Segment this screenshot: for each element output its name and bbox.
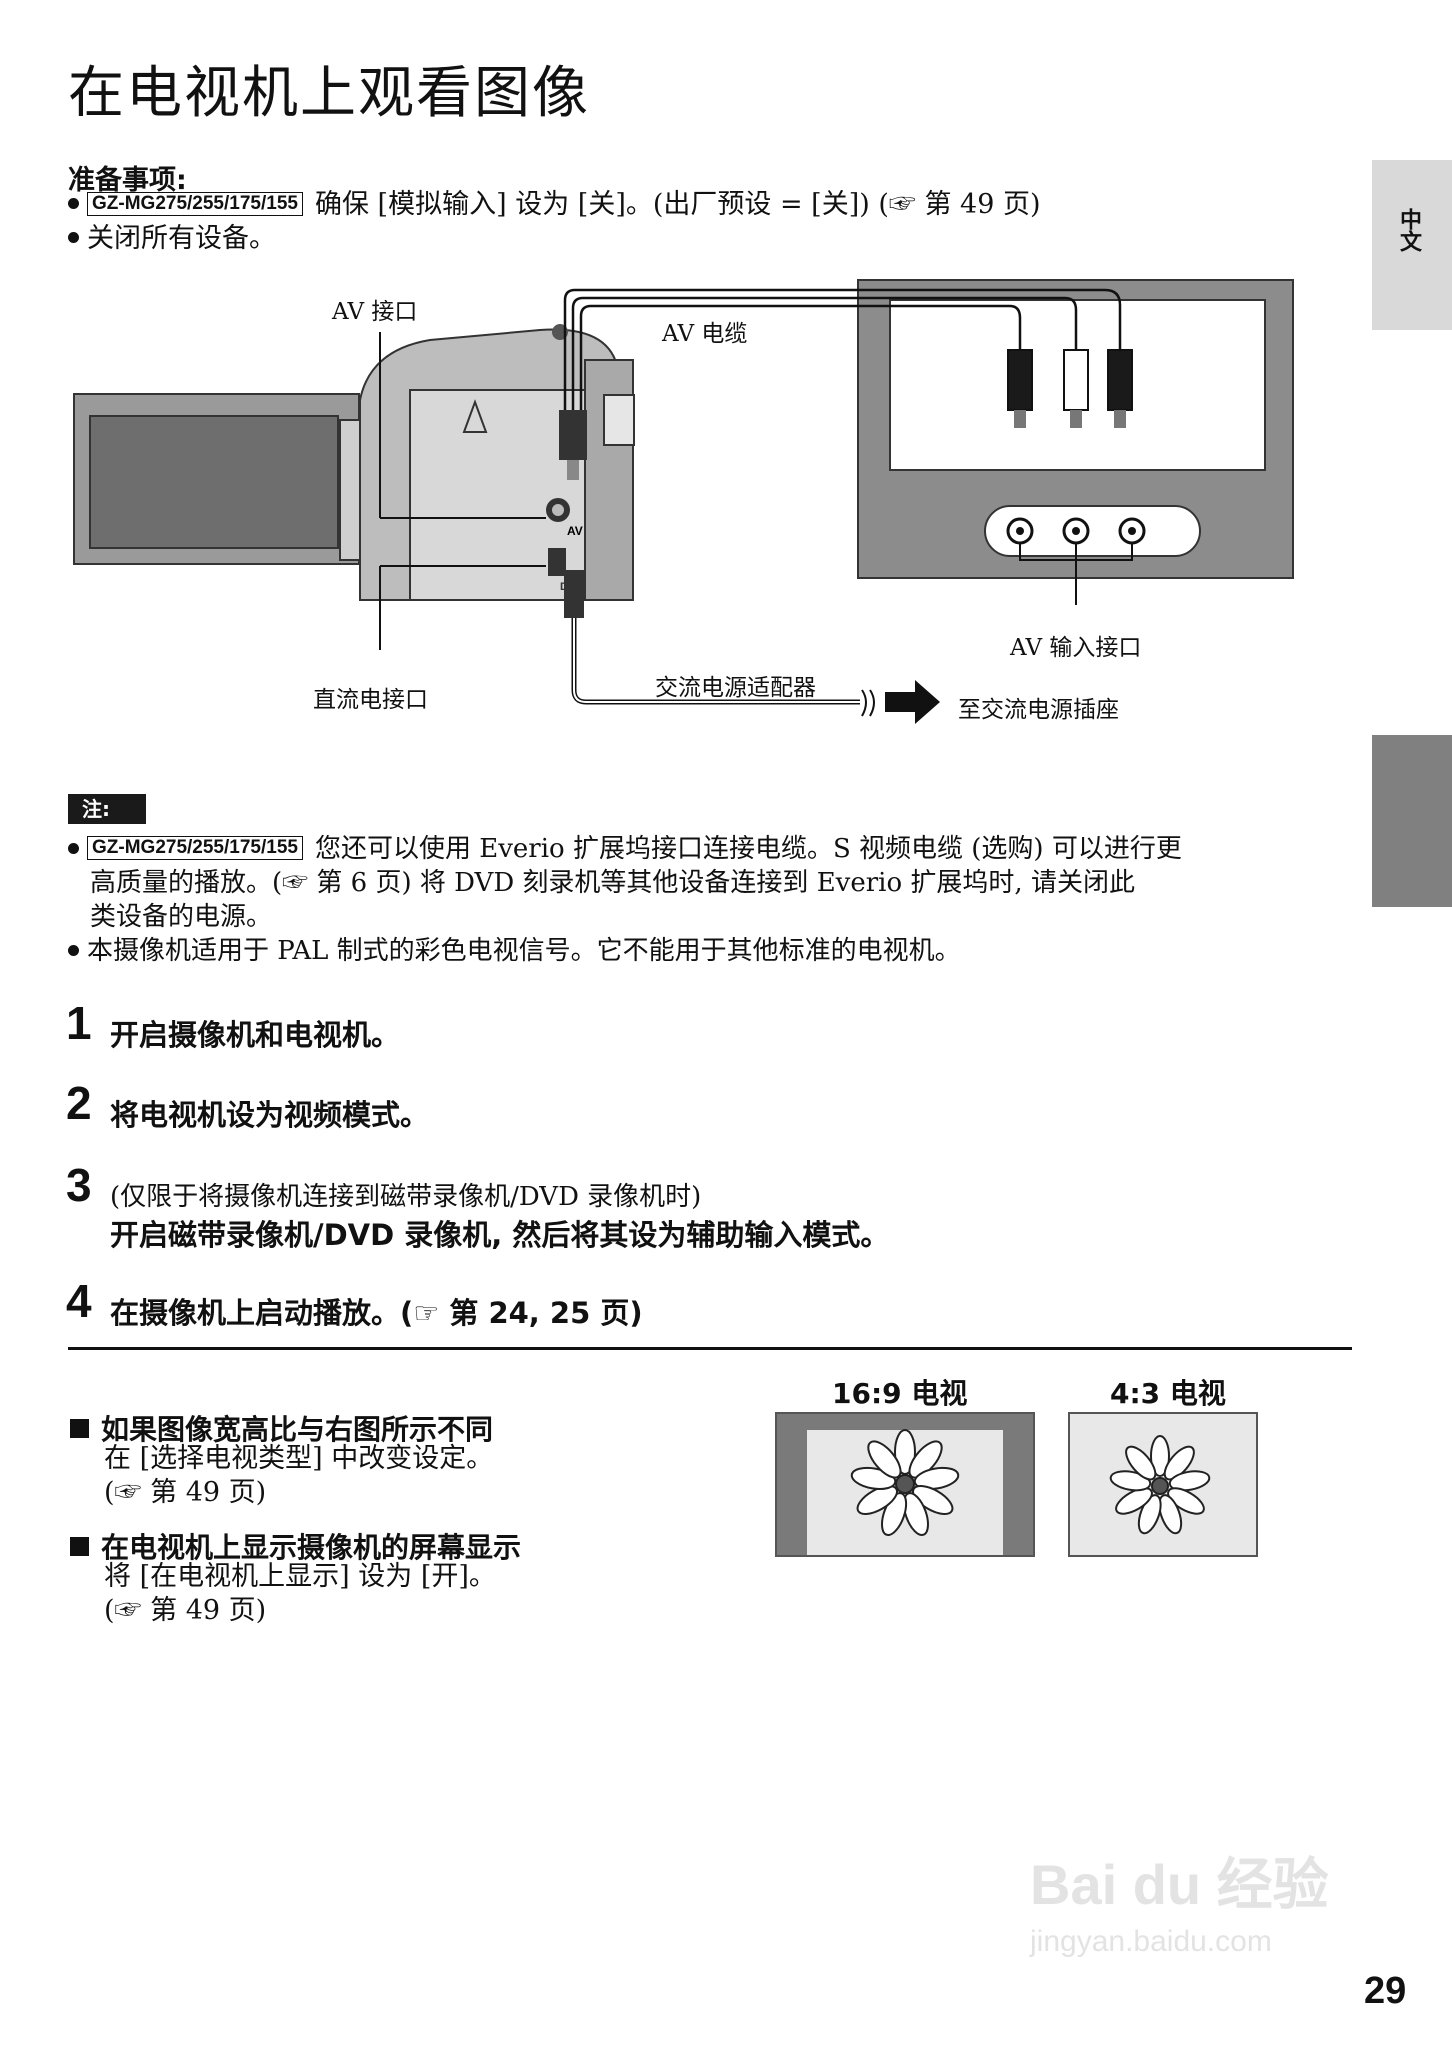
bullet-icon [68, 232, 79, 243]
step-1-text: 开启摄像机和电视机。 [110, 1018, 401, 1052]
baidu-watermark: Bai du 经验 jingyan.baidu.com [1030, 1840, 1329, 1959]
info-1-heading-text: 如果图像宽高比与右图所示不同 [101, 1413, 494, 1446]
bullet-icon [68, 842, 79, 854]
language-tab[interactable]: 中文 [1372, 160, 1452, 330]
prep-heading: 准备事项: [68, 165, 187, 196]
info-2-line-1: 将 [在电视机上显示] 设为 [开]。 [104, 1561, 496, 1592]
arrow-right-icon [885, 680, 940, 724]
section-tab[interactable] [1372, 735, 1452, 907]
flower-icon [1109, 1435, 1211, 1535]
av-jack-label: AV 接口 [332, 299, 418, 325]
info-1-line-2: (☞ 第 49 页) [104, 1477, 267, 1508]
bullet-icon [68, 198, 79, 209]
info-2-line-2: (☞ 第 49 页) [104, 1595, 267, 1626]
step-2-number: 2 [66, 1077, 92, 1129]
note-line-3: 类设备的电源。 [90, 902, 273, 932]
to-outlet-label: 至交流电源插座 [958, 697, 1119, 723]
info-2-heading: 在电视机上显示摄像机的屏幕显示 [70, 1526, 521, 1566]
watermark-url: jingyan.baidu.com [1030, 1925, 1272, 1958]
step-4-number: 4 [66, 1275, 92, 1327]
page-title: 在电视机上观看图像 [68, 61, 590, 126]
note-line-2: 高质量的播放。(☞ 第 6 页) 将 DVD 刻录机等其他设备连接到 Everi… [90, 868, 1135, 898]
rca-plug-1 [1007, 349, 1033, 428]
section-divider [68, 1347, 1352, 1350]
prep-item-1-text: 确保 [模拟输入] 设为 [关]。(出厂预设 = [关]) (☞ 第 49 页) [314, 189, 1041, 220]
note-line-1: GZ-MG275/255/175/155 您还可以使用 Everio 扩展坞接口连… [68, 832, 1182, 866]
square-bullet-icon [70, 1536, 89, 1556]
prep-item-2: 关闭所有设备。 [68, 222, 276, 256]
ac-adapter-label: 交流电源适配器 [655, 675, 816, 701]
step-3-text: 开启磁带录像机/DVD 录像机, 然后将其设为辅助输入模式。 [110, 1218, 890, 1252]
av-input-label: AV 输入接口 [1010, 635, 1142, 661]
step-3-number: 3 [66, 1159, 92, 1211]
step-1-number: 1 [66, 997, 92, 1049]
rca-plug-3 [1107, 349, 1133, 428]
note-line-4: 本摄像机适用于 PAL 制式的彩色电视信号。它不能用于其他标准的电视机。 [68, 934, 961, 968]
tv-16-9-label: 16:9 电视 [832, 1377, 968, 1410]
flower-icon [850, 1429, 960, 1537]
model-badge: GZ-MG275/255/175/155 [87, 836, 303, 860]
tv-4-3-label: 4:3 电视 [1110, 1377, 1226, 1410]
av-cable-label: AV 电缆 [662, 321, 748, 347]
tv-4-3-image [1068, 1412, 1258, 1557]
note-label: 注: [68, 794, 146, 824]
dc-jack-label: 直流电接口 [313, 687, 428, 713]
port-av-label: AV [567, 524, 583, 538]
prep-item-2-text: 关闭所有设备。 [87, 223, 276, 254]
info-1-heading: 如果图像宽高比与右图所示不同 [70, 1408, 493, 1448]
language-tab-label: 中文 [1396, 208, 1421, 252]
connection-diagram: AV DC [70, 270, 1320, 744]
info-1-line-1: 在 [选择电视类型] 中改变设定。 [104, 1443, 494, 1474]
tv-16-9-image [775, 1412, 1035, 1557]
info-2-heading-text: 在电视机上显示摄像机的屏幕显示 [101, 1531, 522, 1564]
note-line-1-text: 您还可以使用 Everio 扩展坞接口连接电缆。S 视频电缆 (选购) 可以进行… [314, 834, 1182, 864]
step-4-text: 在摄像机上启动播放。(☞ 第 24, 25 页) [110, 1296, 643, 1330]
step-3-subtext: (仅限于将摄像机连接到磁带录像机/DVD 录像机时) [110, 1182, 702, 1212]
dc-plug [564, 570, 584, 618]
av-cable [563, 288, 1122, 420]
camcorder-icon: AV DC [73, 324, 635, 601]
square-bullet-icon [70, 1418, 89, 1438]
model-badge: GZ-MG275/255/175/155 [87, 191, 303, 216]
connection-diagram-svg: AV DC [73, 279, 1294, 724]
av-plug [559, 410, 587, 460]
rca-plug-2 [1063, 349, 1089, 428]
note-line-4-text: 本摄像机适用于 PAL 制式的彩色电视信号。它不能用于其他标准的电视机。 [87, 936, 961, 966]
watermark-logo: Bai du 经验 [1030, 1853, 1329, 1916]
page-number: 29 [1364, 1970, 1407, 2012]
step-2-text: 将电视机设为视频模式。 [110, 1098, 430, 1132]
tv-icon [857, 279, 1294, 605]
prep-item-1: GZ-MG275/255/175/155 确保 [模拟输入] 设为 [关]。(出厂… [68, 188, 1041, 222]
bullet-icon [68, 944, 79, 956]
